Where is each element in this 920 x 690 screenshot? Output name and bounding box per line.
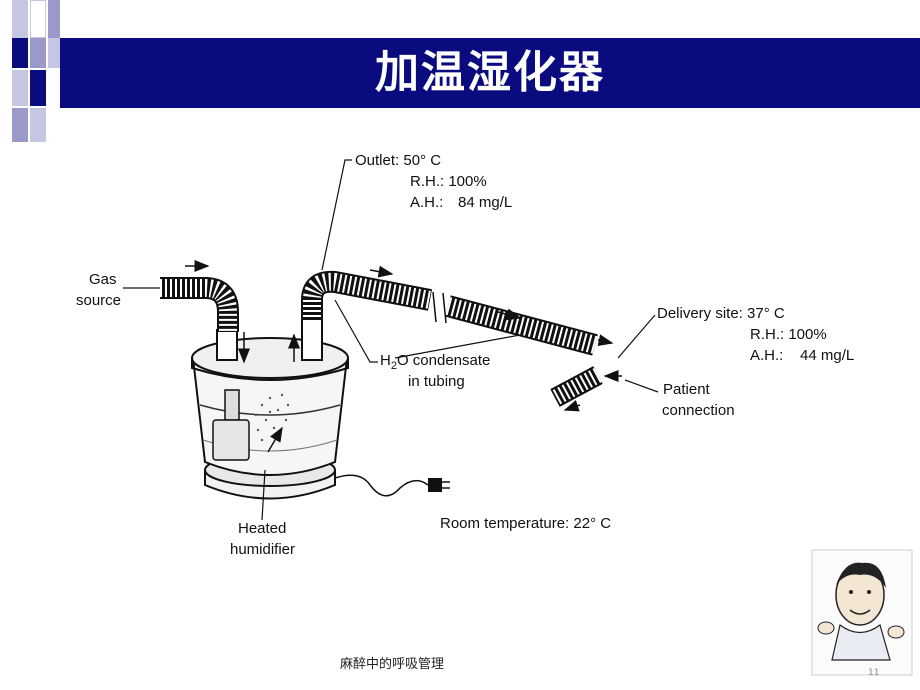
condensate-label: H2O condensate in tubing [380, 352, 495, 390]
deco-square [48, 0, 60, 38]
caricature-illustration [811, 549, 913, 676]
return-tube [550, 366, 622, 412]
deco-square [12, 108, 28, 142]
inlet-tube [160, 260, 239, 332]
deco-square [12, 38, 28, 68]
delivery-site-label: Delivery site: 37° C R.H.: 100% A.H.: 44… [657, 305, 854, 364]
gas-source-label: Gas source [76, 271, 121, 309]
deco-square [12, 70, 28, 106]
deco-square [30, 0, 46, 38]
humidifier-unit [191, 319, 450, 500]
title-bar: 加温湿化器 [60, 38, 920, 108]
slide-number: 11 [868, 668, 880, 678]
deco-square [30, 70, 46, 106]
outlet-tube [301, 265, 614, 356]
patient-connection-label: Patient connection [662, 381, 735, 419]
deco-square [30, 108, 46, 142]
heated-humidifier-label: Heated humidifier [230, 520, 295, 558]
footer-text: 麻醉中的呼吸管理 [340, 657, 445, 672]
deco-square [48, 38, 60, 68]
room-temperature-label: Room temperature: 22° C [440, 515, 611, 532]
deco-square [30, 38, 46, 68]
outlet-label: Outlet: 50° C R.H.: 100% A.H.: 84 mg/L [355, 152, 512, 211]
slide-title: 加温湿化器 [375, 47, 605, 98]
deco-square [12, 0, 28, 38]
